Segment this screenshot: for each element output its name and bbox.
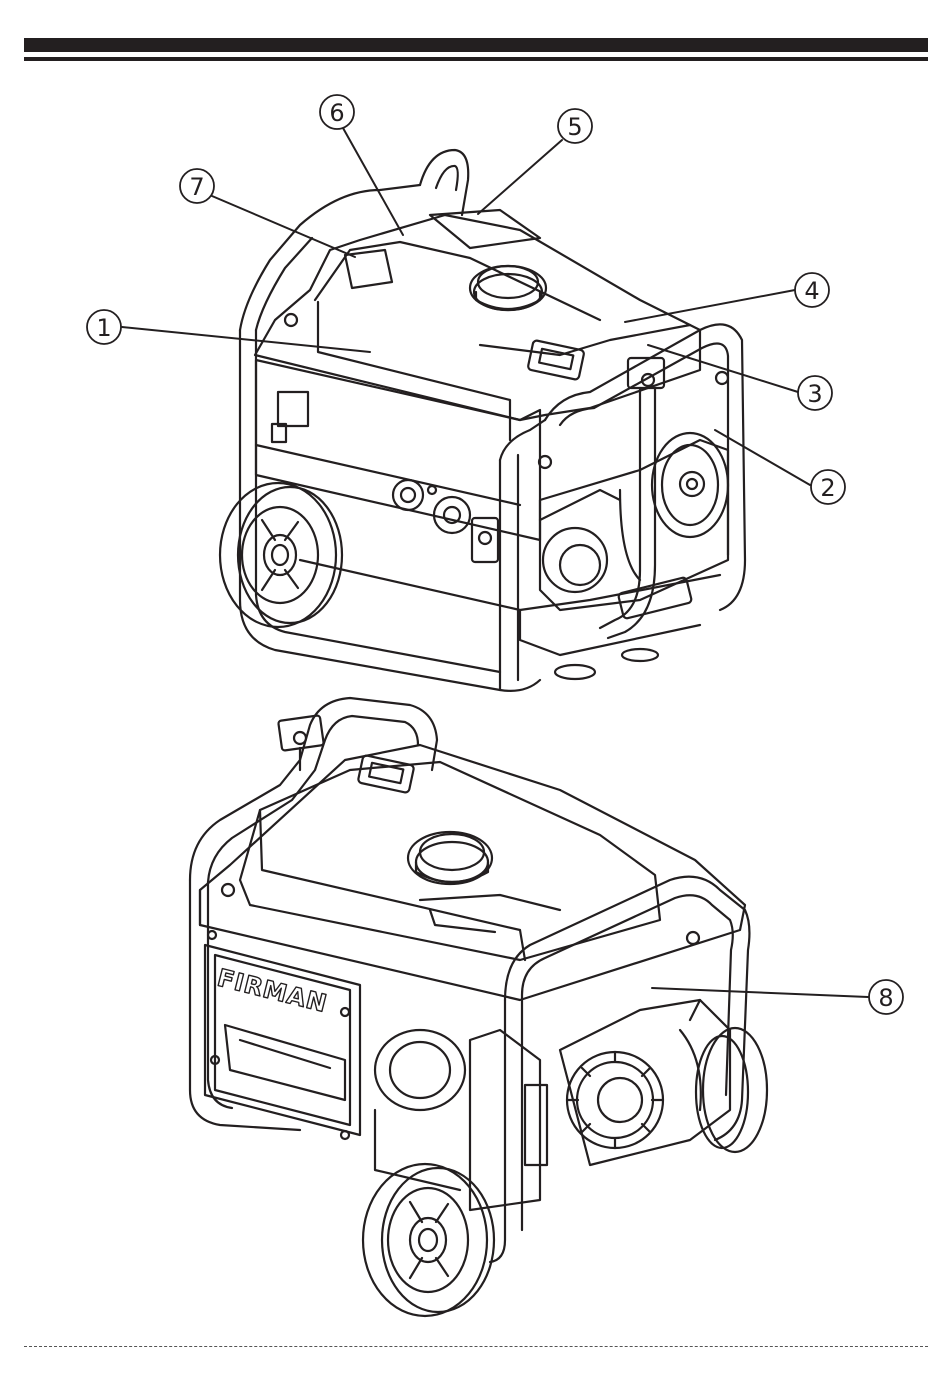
svg-text:1: 1 xyxy=(96,314,111,342)
frame-tube xyxy=(505,877,749,1140)
svg-text:3: 3 xyxy=(807,380,822,408)
svg-text:7: 7 xyxy=(189,173,204,201)
frame-tube xyxy=(240,185,420,330)
callout-leaders-top xyxy=(122,128,810,485)
frame-tube xyxy=(420,150,468,215)
callout-leaders-bottom xyxy=(652,988,868,997)
svg-text:4: 4 xyxy=(804,277,819,305)
footer-dashed-rule xyxy=(24,1346,928,1347)
frame-tube xyxy=(208,882,232,1108)
wheel-front xyxy=(220,483,342,627)
callout-4: 4 xyxy=(795,273,829,307)
frame-tube xyxy=(500,420,545,460)
callout-8: 8 xyxy=(869,980,903,1014)
callout-6: 6 xyxy=(320,95,354,129)
frame-tube xyxy=(240,330,540,691)
callout-7: 7 xyxy=(180,169,214,203)
wheel-rear-right xyxy=(696,1028,767,1152)
hour-meter xyxy=(278,392,308,426)
recoil-starter xyxy=(652,433,728,537)
foot xyxy=(622,649,658,661)
svg-text:8: 8 xyxy=(878,984,893,1012)
outlet xyxy=(393,480,423,510)
fuel-gauge xyxy=(527,340,584,380)
svg-text:6: 6 xyxy=(329,99,344,127)
engine-shroud xyxy=(560,1000,730,1165)
frame-tube xyxy=(436,166,458,190)
fuel-tank xyxy=(255,215,700,420)
foot xyxy=(555,665,595,679)
callout-3: 3 xyxy=(798,376,832,410)
outlet xyxy=(434,497,470,533)
generator-front-view xyxy=(220,150,745,691)
callout-2: 2 xyxy=(811,470,845,504)
air-filter xyxy=(543,528,607,592)
callout-5: 5 xyxy=(558,109,592,143)
callout-1: 1 xyxy=(87,310,121,344)
frame-tube xyxy=(256,238,312,330)
fuel-gauge xyxy=(358,755,415,793)
engine-block xyxy=(540,440,728,610)
generator-rear-view: FIRMAN xyxy=(190,698,767,1316)
wheel-front-left xyxy=(363,1164,494,1316)
svg-text:5: 5 xyxy=(567,113,582,141)
fuel-tank xyxy=(240,762,660,960)
svg-text:2: 2 xyxy=(820,474,835,502)
